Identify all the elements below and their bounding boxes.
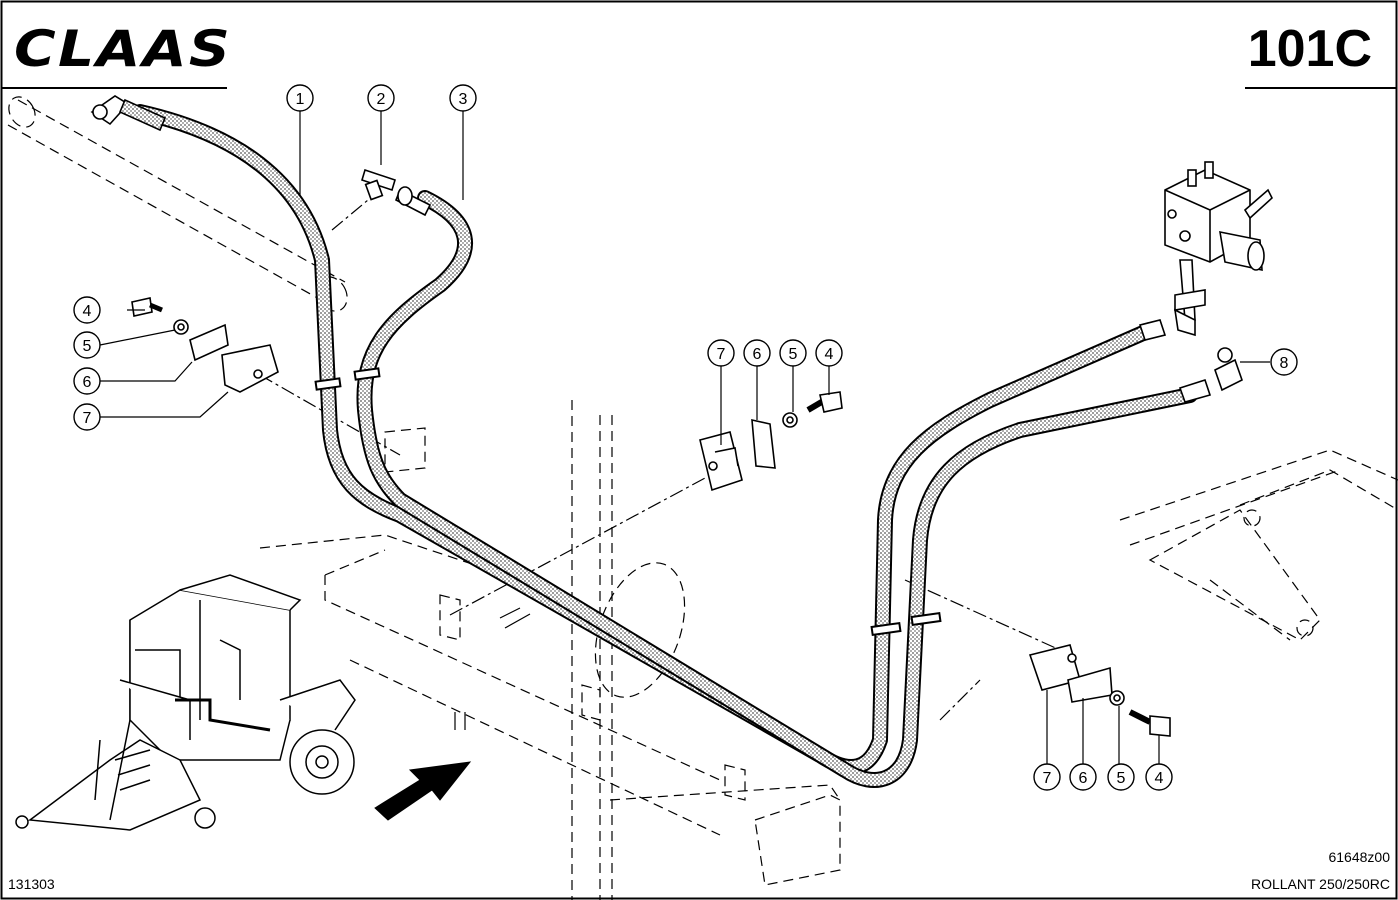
callout-circle [707,339,735,367]
callout-circle [779,339,807,367]
callout-c6-mid: 6 [743,339,771,367]
callout-circle [73,331,101,359]
callout-label: 7 [83,410,92,427]
callout-label: 8 [1280,355,1289,372]
callout-circle [1107,763,1135,791]
callout-circle [73,367,101,395]
callout-circle [743,339,771,367]
callout-label: 4 [825,346,834,363]
callout-circle [815,339,843,367]
callout-c4-mid: 4 [815,339,843,367]
callout-c7-left: 7 [73,403,101,431]
callout-circle [367,84,395,112]
callout-label: 5 [1117,770,1126,787]
callout-circle [1270,348,1298,376]
callout-c8-right: 8 [1270,348,1298,376]
callout-circle [1033,763,1061,791]
drawing-number: 61648z00 [1328,849,1390,865]
callout-c2-top: 2 [367,84,395,112]
callout-c1-top: 1 [286,84,314,112]
callout-circle [449,84,477,112]
callout-c7-mid: 7 [707,339,735,367]
callout-label: 5 [789,346,798,363]
chassis-outline [7,96,1398,900]
callout-label: 6 [1079,770,1088,787]
callout-c5-left: 5 [73,331,101,359]
callout-circle [286,84,314,112]
callout-label: 5 [83,338,92,355]
hose-clamp-bands [314,367,942,637]
callout-label: 3 [459,91,468,108]
callout-label: 2 [377,91,386,108]
callout-circle [1145,763,1173,791]
callout-label: 7 [717,346,726,363]
callout-c4-bot: 4 [1145,763,1173,791]
clamp-parts-left [131,297,279,393]
callout-c6-bot: 6 [1069,763,1097,791]
hydraulic-hoses [132,104,1198,788]
baler-overview-image [15,574,356,831]
date-code: 131303 [8,876,55,892]
direction-arrow [374,761,472,821]
callout-c5-bot: 5 [1107,763,1135,791]
valve-block [1164,161,1273,337]
callout-c6-left: 6 [73,367,101,395]
callout-label: 4 [1155,770,1164,787]
callout-label: 1 [296,91,305,108]
callout-label: 6 [753,346,762,363]
callout-circle [73,403,101,431]
brand-logo: CLAAS [14,20,232,78]
callout-label: 7 [1043,770,1052,787]
callout-label: 6 [83,374,92,391]
callout-c7-bot: 7 [1033,763,1061,791]
model-name: ROLLANT 250/250RC [1251,876,1390,892]
hose-fittings [90,95,1243,403]
callout-leaders [99,111,1270,764]
clamp-parts-bottom [1028,644,1171,737]
callout-circle [1069,763,1097,791]
clamp-parts-mid [699,391,843,492]
callout-label: 4 [83,303,92,320]
callout-c5-mid: 5 [779,339,807,367]
callout-c4-left: 4 [73,296,101,324]
page-code: 101C [1248,20,1372,78]
callout-c3-top: 3 [449,84,477,112]
callout-circle [73,296,101,324]
